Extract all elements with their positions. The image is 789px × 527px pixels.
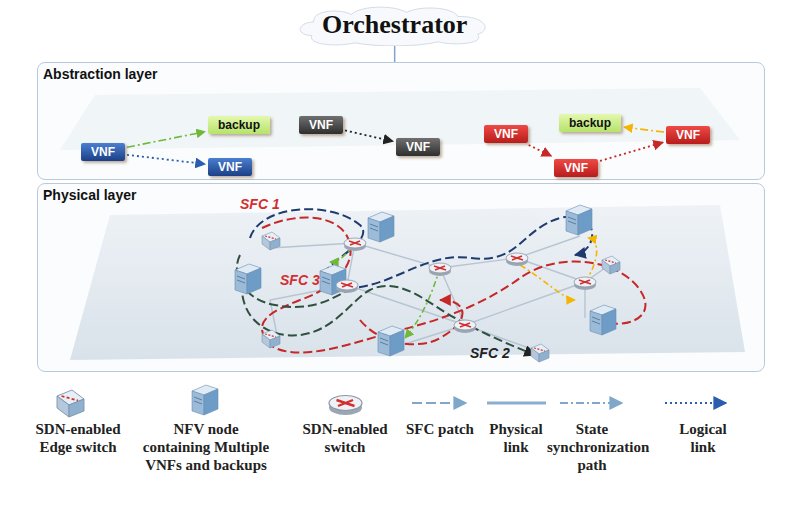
box-label: backup xyxy=(218,118,260,132)
backup-box: backup xyxy=(208,116,270,134)
vnf-box: VNF xyxy=(666,126,710,144)
vnf-box: VNF xyxy=(396,138,440,156)
legend-text: Physical link xyxy=(481,420,551,456)
sfc-label: SFC 3 xyxy=(280,272,320,288)
box-label: VNF xyxy=(91,145,115,159)
legend-text: SFC patch xyxy=(405,420,475,438)
connector xyxy=(624,127,664,132)
vnf-box: VNF xyxy=(208,158,252,176)
box-label: VNF xyxy=(309,118,333,132)
box-label: VNF xyxy=(564,161,588,175)
connector xyxy=(529,145,552,156)
connector xyxy=(127,155,205,164)
layer-panel: Physical layer xyxy=(37,183,765,372)
panel-heading: Abstraction layer xyxy=(43,66,759,82)
backup-box: backup xyxy=(559,114,621,132)
vnf-box: VNF xyxy=(81,143,125,161)
legend-text: State synchronization path xyxy=(547,420,637,474)
cloud-node: Orchestrator xyxy=(296,4,493,46)
connector xyxy=(127,132,205,147)
box-label: VNF xyxy=(218,160,242,174)
connector xyxy=(345,130,393,141)
connector xyxy=(600,142,663,161)
box-label: VNF xyxy=(494,127,518,141)
legend-text: NFV node containing Multiple VNFs and ba… xyxy=(141,420,271,474)
vnf-box: VNF xyxy=(554,159,598,177)
panel-heading: Physical layer xyxy=(43,187,759,203)
vnf-box: VNF xyxy=(299,116,343,134)
box-label: VNF xyxy=(676,128,700,142)
legend-text: SDN-enabled switch xyxy=(285,420,405,456)
title-text: Orchestrator xyxy=(322,10,467,40)
legend-text: SDN-enabled Edge switch xyxy=(18,420,138,456)
sfc-label: SFC 2 xyxy=(470,345,510,361)
connector xyxy=(394,44,396,62)
legend-text: Logical link xyxy=(668,420,738,456)
box-label: VNF xyxy=(406,140,430,154)
vnf-box: VNF xyxy=(484,125,528,143)
sfc-label: SFC 1 xyxy=(240,196,280,212)
layer-panel: Abstraction layerVNFbackupVNFVNFVNFVNFba… xyxy=(37,62,765,180)
box-label: backup xyxy=(569,116,611,130)
